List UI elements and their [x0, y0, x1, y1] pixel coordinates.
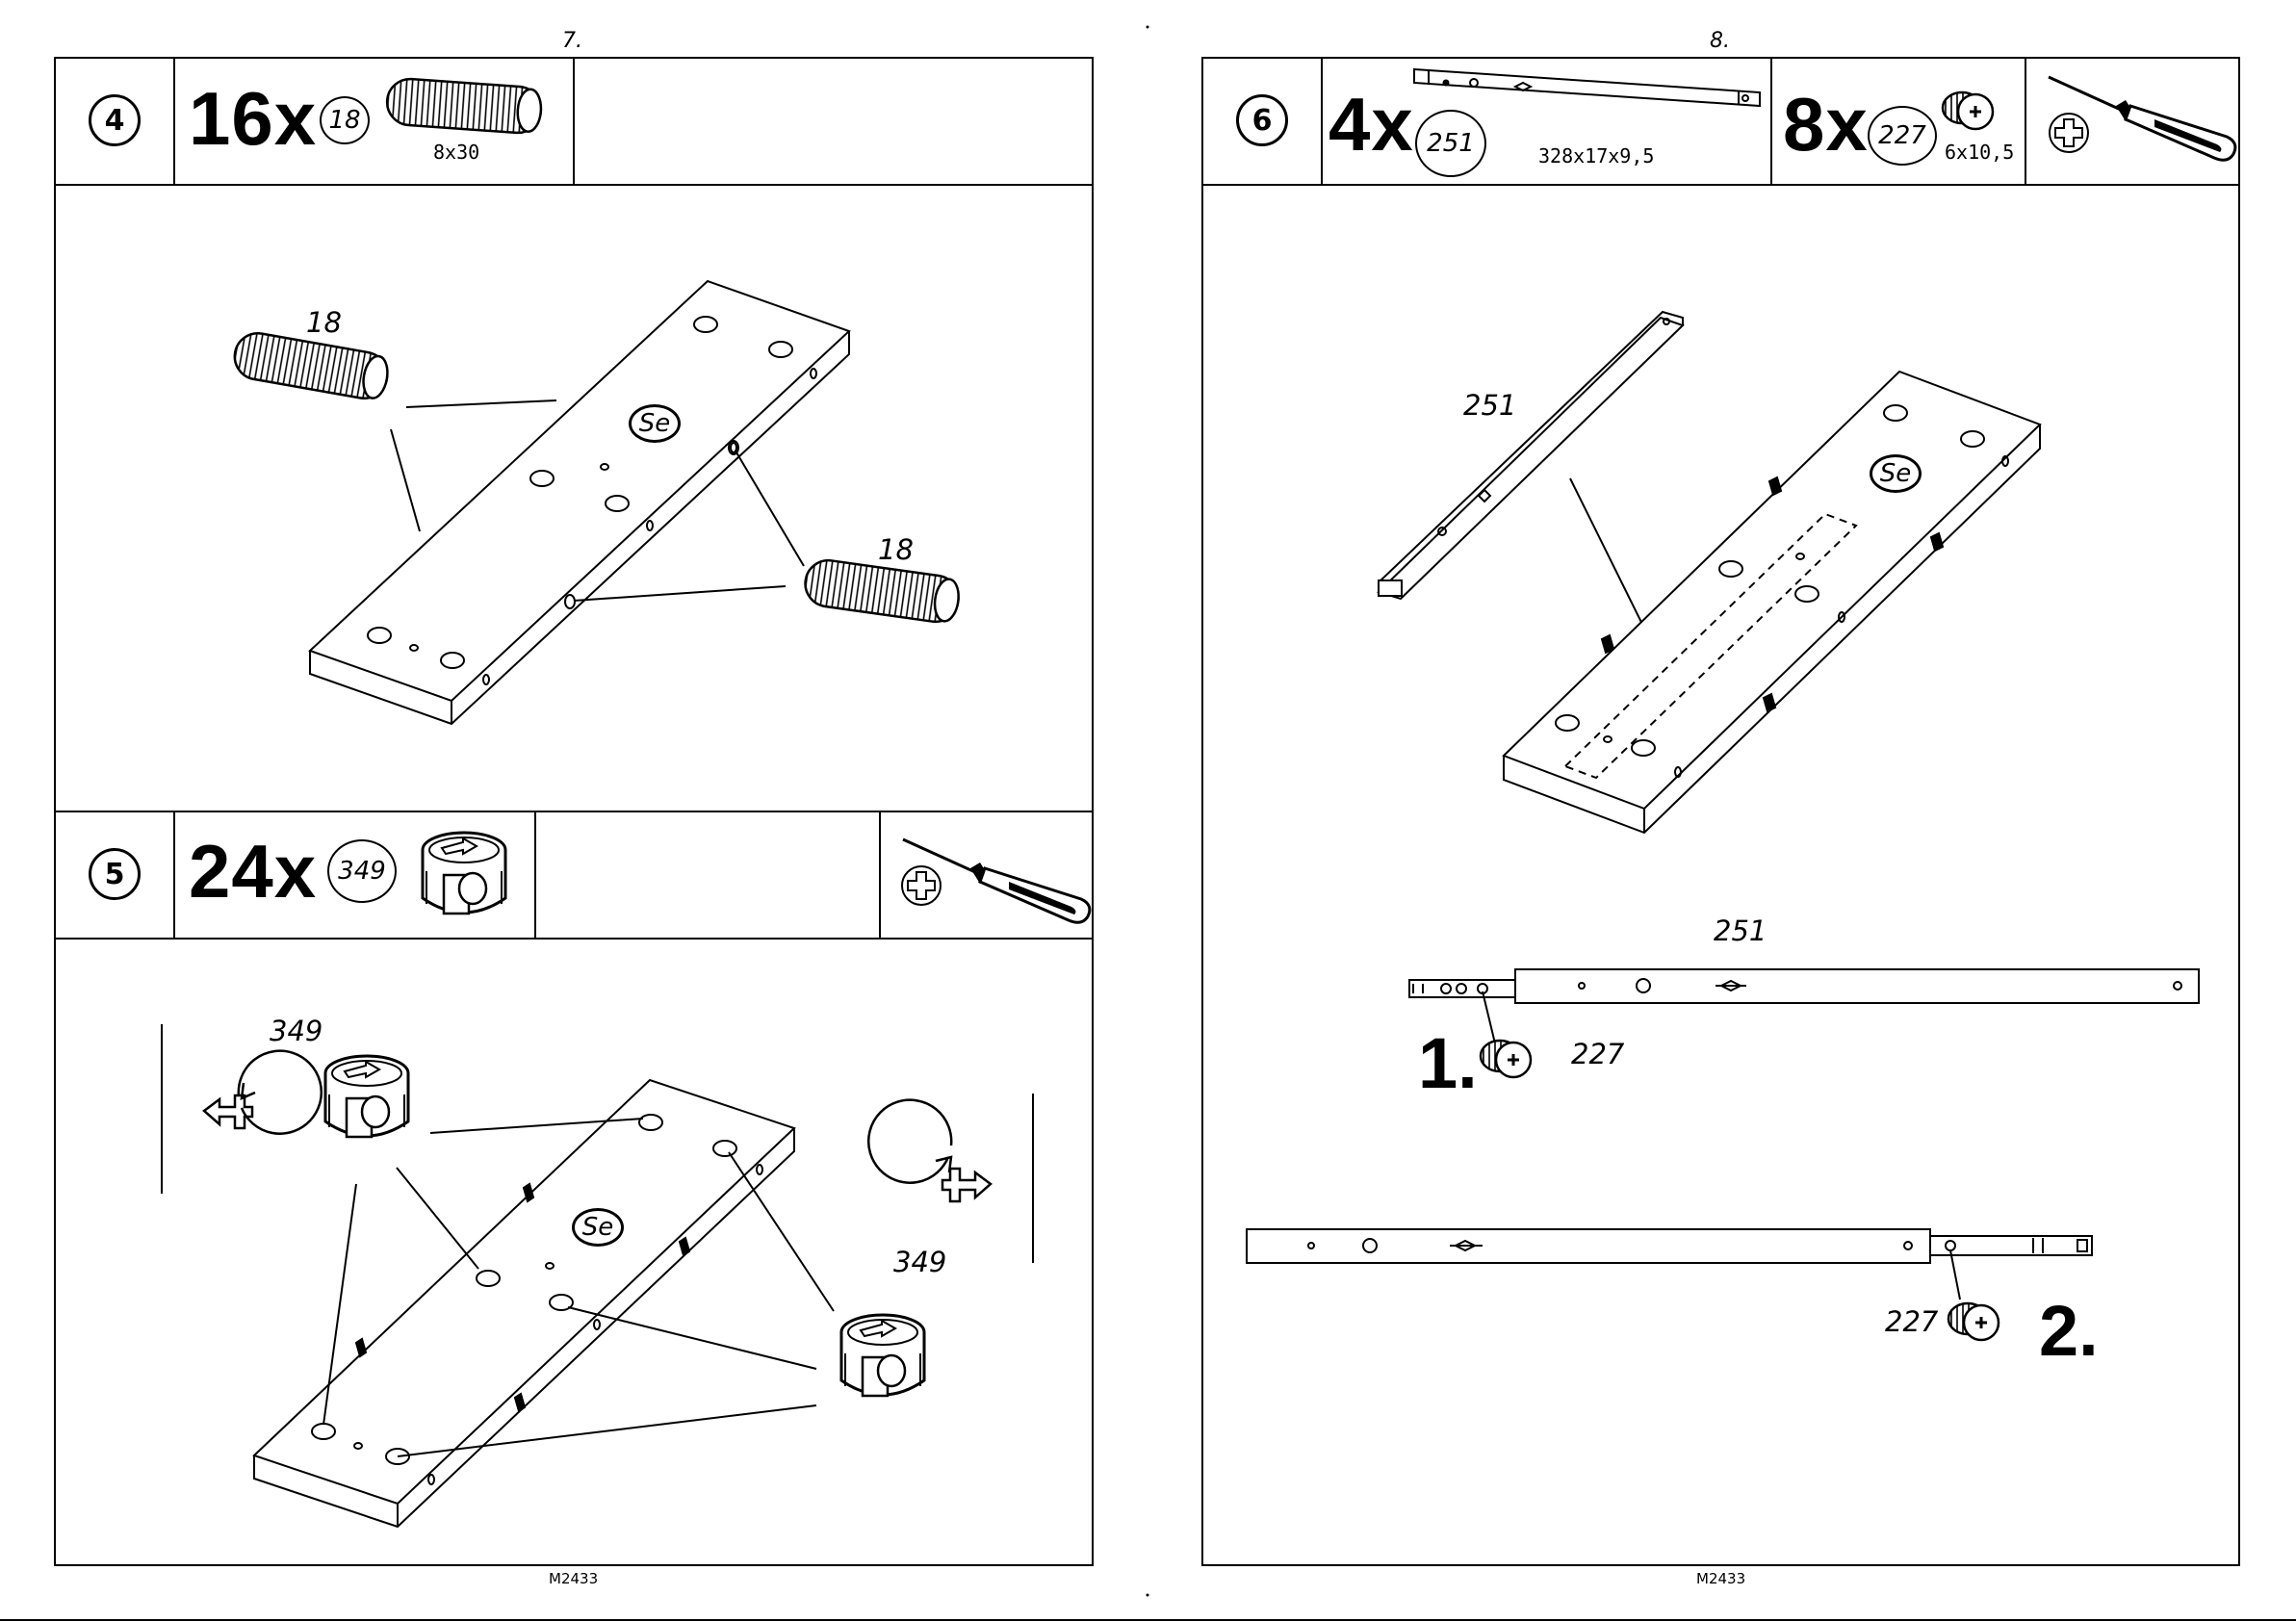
panel-marking: Se	[629, 404, 681, 443]
callout-cam-right: 349	[893, 1246, 946, 1278]
callout-cam-left: 349	[270, 1015, 322, 1047]
dowel-dimension: 8x30	[433, 141, 479, 164]
screwdriver-icon	[2045, 71, 2233, 167]
screw-label-2: 227	[1885, 1305, 1938, 1338]
order-step-1: 1.	[1418, 1028, 1478, 1099]
rail-part-number: 251	[1415, 110, 1486, 177]
order-step-2: 2.	[2039, 1296, 2099, 1367]
step4-panel-drawing	[310, 281, 849, 724]
callout-dowel-right: 18	[878, 533, 914, 566]
callout-rail: 251	[1463, 389, 1516, 422]
quantity: 24x	[189, 834, 317, 909]
panel-marking: Se	[572, 1208, 624, 1247]
detail-rail-label: 251	[1714, 914, 1767, 947]
step-number: 4	[89, 94, 141, 146]
model-code: M2433	[1696, 1570, 1745, 1587]
model-code: M2433	[549, 1570, 598, 1587]
screw-label-1: 227	[1571, 1038, 1624, 1070]
step6-panel-drawing	[1504, 372, 2040, 833]
page-number: 8.	[1710, 29, 1730, 53]
part-number: 18	[320, 96, 370, 144]
quantity: 16x	[189, 81, 317, 156]
screw-part-number: 227	[1868, 106, 1937, 166]
rail-quantity: 4x	[1329, 87, 1414, 162]
screw-quantity: 8x	[1783, 87, 1869, 162]
panel-marking: Se	[1870, 454, 1922, 493]
rail-dimension: 328x17x9,5	[1538, 144, 1654, 167]
step-number: 6	[1236, 94, 1288, 146]
callout-dowel-top: 18	[306, 306, 342, 339]
screwdriver-icon	[895, 837, 1088, 924]
screw-dimension: 6x10,5	[1945, 141, 2014, 164]
part-number: 349	[327, 839, 397, 903]
page-number: 7.	[562, 29, 582, 53]
step-number: 5	[89, 848, 141, 900]
